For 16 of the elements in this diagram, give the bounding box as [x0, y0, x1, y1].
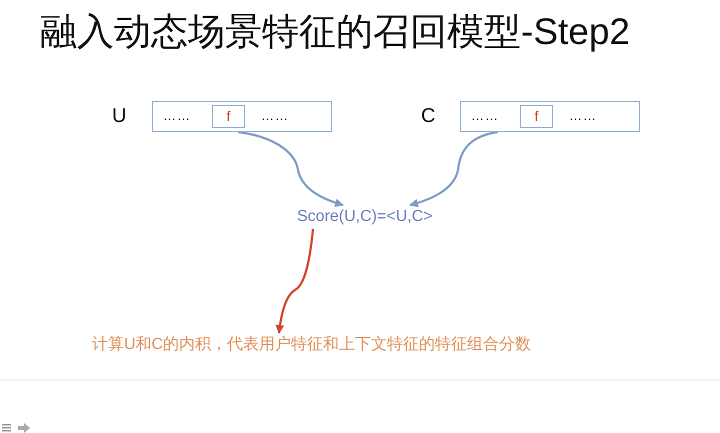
- vector-label: C: [421, 104, 436, 128]
- feature-vector-box: [152, 101, 332, 132]
- ellipsis: ……: [569, 108, 597, 124]
- formula-text: Score(U,C)=<U,C>: [297, 206, 433, 228]
- feature-box: f: [212, 105, 245, 128]
- slide-title: 融入动态场景特征的召回模型-Step2: [40, 10, 630, 54]
- vector-label: U: [112, 104, 126, 128]
- feature-box: f: [520, 105, 553, 128]
- arrow: [276, 228, 314, 334]
- ellipsis: ……: [471, 108, 499, 124]
- arrow: [409, 130, 498, 208]
- arrow: [238, 130, 344, 207]
- description-text: 计算U和C的内积，代表用户特征和上下文特征的特征组合分数: [92, 334, 532, 356]
- ellipsis: ……: [163, 108, 191, 124]
- feature-vector-box: [460, 101, 640, 132]
- ellipsis: ……: [261, 108, 289, 124]
